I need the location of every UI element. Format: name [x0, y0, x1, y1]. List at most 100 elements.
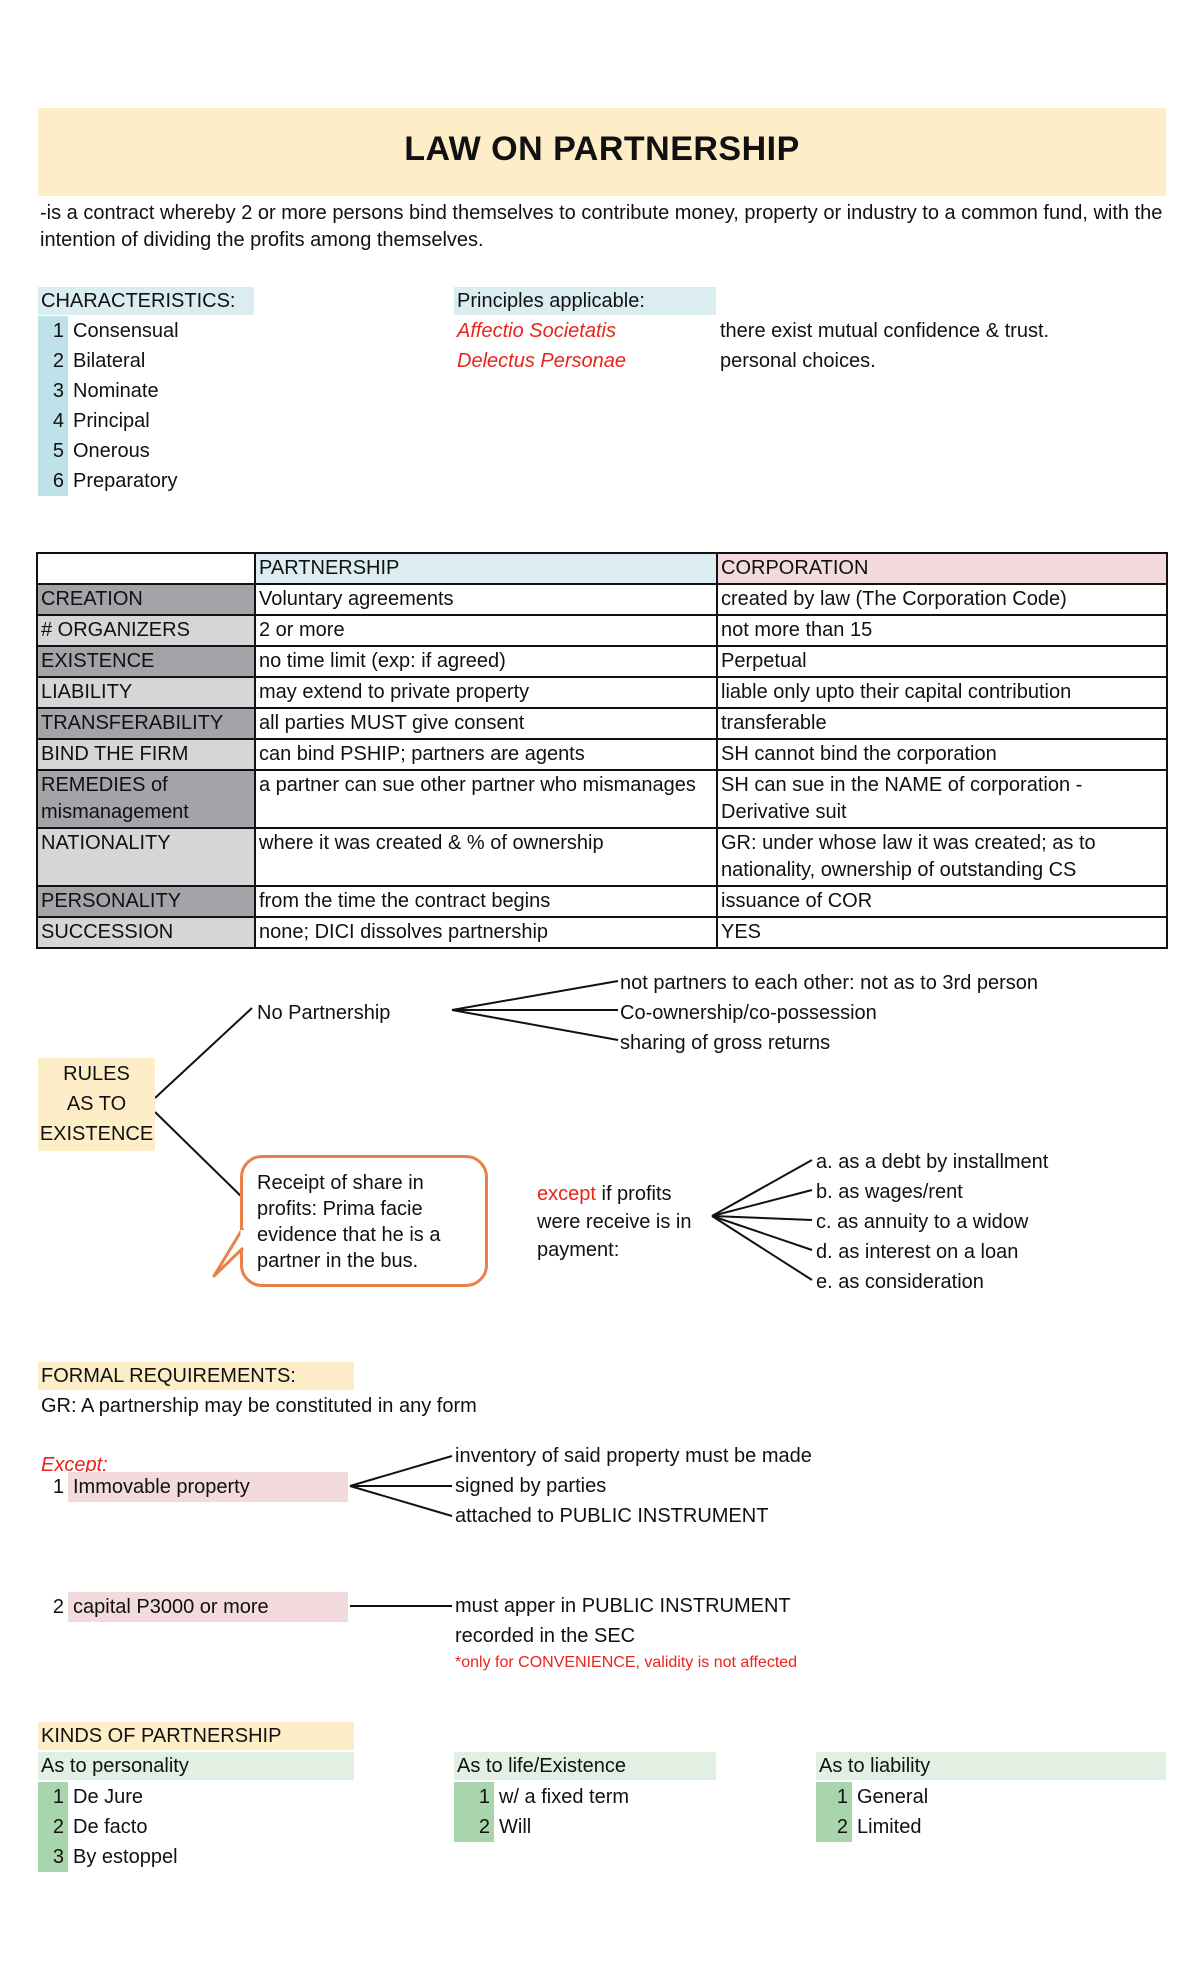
row-key: PERSONALITY: [36, 885, 256, 918]
partnership-cell: 2 or more: [254, 614, 718, 647]
except-item: d. as interest on a loan: [816, 1241, 1019, 1263]
rules-label-line: EXISTENCE: [39, 1123, 154, 1145]
connector-line: [451, 1009, 619, 1041]
connector-line: [711, 1189, 813, 1217]
item-number: 3: [38, 376, 68, 406]
no-partnership-label: No Partnership: [257, 1002, 391, 1024]
principles-header: Principles applicable:: [454, 287, 716, 315]
formal-except-label: Except:: [41, 1454, 108, 1476]
principle-term: Affectio Societatis: [457, 320, 616, 342]
item-label: General: [857, 1786, 929, 1808]
corporation-cell: created by law (The Corporation Code): [716, 583, 1168, 616]
partnership-cell: where it was created & % of ownership: [254, 827, 718, 887]
connector-line: [349, 1485, 453, 1517]
item-label: Principal: [73, 410, 150, 432]
partnership-cell: all parties MUST give consent: [254, 707, 718, 740]
item-number: 2: [38, 1812, 68, 1842]
row-key: CREATION: [36, 583, 256, 616]
kinds-group-header: As to personality: [38, 1752, 354, 1780]
item-label: Onerous: [73, 440, 150, 462]
partnership-cell: from the time the contract begins: [254, 885, 718, 918]
definition-text: -is a contract whereby 2 or more persons…: [40, 202, 1163, 251]
item-number: 5: [38, 436, 68, 466]
corporation-cell: issuance of COR: [716, 885, 1168, 918]
rules-label-line: RULES: [63, 1063, 130, 1085]
corporation-cell: SH cannot bind the corporation: [716, 738, 1168, 771]
corporation-cell: Perpetual: [716, 645, 1168, 678]
item-number: 1: [38, 316, 68, 346]
except-text: except if profits were receive is in pay…: [537, 1180, 717, 1264]
formal-branch: must apper in PUBLIC INSTRUMENT: [455, 1595, 791, 1617]
kinds-group-header: As to life/Existence: [454, 1752, 716, 1780]
connector-line: [711, 1215, 813, 1221]
principle-term: Delectus Personae: [457, 350, 626, 372]
table-corner-cell: [36, 552, 256, 585]
corporation-cell: transferable: [716, 707, 1168, 740]
corporation-cell: YES: [716, 916, 1168, 949]
formal-branch: attached to PUBLIC INSTRUMENT: [455, 1505, 769, 1527]
corporation-cell: liable only upto their capital contribut…: [716, 676, 1168, 709]
kinds-group-header: As to liability: [816, 1752, 1166, 1780]
connector-line: [154, 1111, 248, 1203]
except-item: b. as wages/rent: [816, 1181, 963, 1203]
corporation-cell: not more than 15: [716, 614, 1168, 647]
row-key: BIND THE FIRM: [36, 738, 256, 771]
except-item: a. as a debt by installment: [816, 1151, 1049, 1173]
formal-branch: inventory of said property must be made: [455, 1445, 812, 1467]
item-number: 2: [816, 1812, 852, 1842]
formal-gr-text: GR: A partnership may be constituted in …: [41, 1395, 477, 1417]
item-label: capital P3000 or more: [68, 1592, 348, 1622]
kinds-header: KINDS OF PARTNERSHIP: [38, 1722, 354, 1750]
item-label: De facto: [73, 1816, 148, 1838]
item-number: 2: [38, 346, 68, 376]
row-key: EXISTENCE: [36, 645, 256, 678]
row-key: REMEDIES of mismanagement: [36, 769, 256, 829]
partnership-cell: none; DICI dissolves partnership: [254, 916, 718, 949]
column-header-corporation: CORPORATION: [716, 552, 1168, 585]
formal-branch: signed by parties: [455, 1475, 607, 1497]
principle-meaning: there exist mutual confidence & trust.: [720, 320, 1050, 342]
item-number: 6: [38, 466, 68, 496]
item-label: Consensual: [73, 320, 179, 342]
connector-line: [711, 1215, 813, 1281]
formal-note: *only for CONVENIENCE, validity is not a…: [455, 1654, 798, 1671]
partnership-cell: a partner can sue other partner who mism…: [254, 769, 718, 829]
except-word: except: [537, 1183, 596, 1205]
row-key: NATIONALITY: [36, 827, 256, 887]
characteristics-header: CHARACTERISTICS:: [38, 287, 254, 315]
item-label: Limited: [857, 1816, 922, 1838]
column-header-partnership: PARTNERSHIP: [254, 552, 718, 585]
except-item: e. as consideration: [816, 1271, 984, 1293]
principle-meaning: personal choices.: [720, 350, 876, 372]
item-label: Preparatory: [73, 470, 178, 492]
partnership-cell: may extend to private property: [254, 676, 718, 709]
connector-line: [349, 1455, 453, 1487]
item-number: 4: [38, 406, 68, 436]
row-key: LIABILITY: [36, 676, 256, 709]
item-number: 1: [38, 1782, 68, 1812]
table-header-row: PARTNERSHIP CORPORATION: [36, 552, 1168, 585]
item-label: By estoppel: [73, 1846, 178, 1868]
partnership-cell: no time limit (exp: if agreed): [254, 645, 718, 678]
item-label: w/ a fixed term: [499, 1786, 630, 1808]
item-number: 2: [454, 1812, 494, 1842]
